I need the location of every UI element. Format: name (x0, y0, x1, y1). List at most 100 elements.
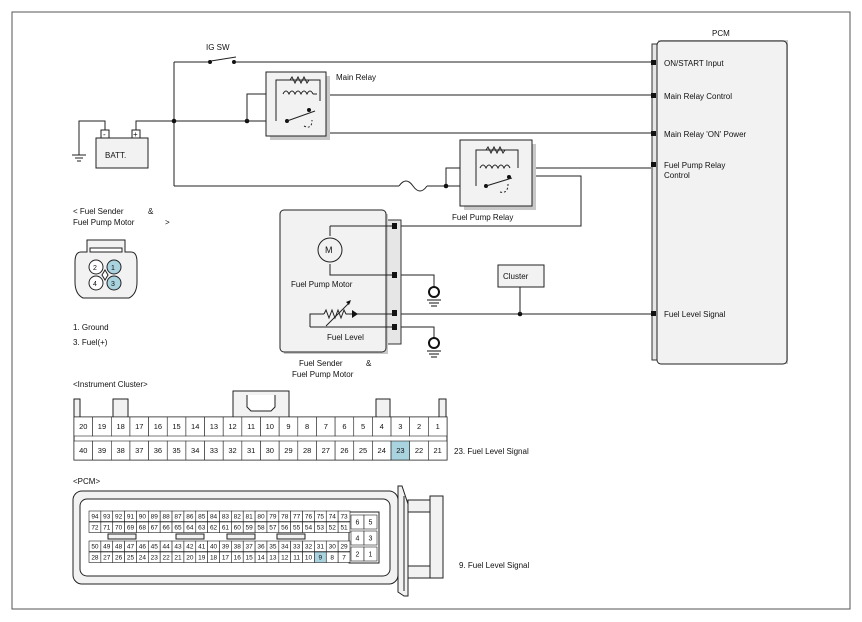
fuel-pump-motor-m: M (325, 245, 333, 255)
fuel-level-label: Fuel Level (327, 333, 364, 342)
fuel-pump-relay: Fuel Pump Relay (452, 139, 536, 222)
pin-number: 90 (139, 514, 147, 521)
pin-number: 29 (340, 544, 348, 551)
pin-number: 8 (330, 555, 334, 562)
pin-number: 42 (186, 544, 194, 551)
pin-number: 67 (151, 525, 159, 532)
pin-number: 25 (127, 555, 135, 562)
pin-number: 86 (186, 514, 194, 521)
pin-number: 40 (79, 446, 87, 455)
pin-number: 28 (303, 446, 311, 455)
pin-number: 43 (174, 544, 182, 551)
pin-number: 26 (340, 446, 348, 455)
connector-fs-title-a: < Fuel Sender (73, 207, 124, 216)
battery-pos: + (133, 130, 138, 139)
pin-number: 30 (266, 446, 274, 455)
pin-number: 20 (186, 555, 194, 562)
pin-number: 23 (151, 555, 159, 562)
pin-number: 32 (228, 446, 236, 455)
main-relay-label: Main Relay (336, 73, 376, 82)
cluster-box-label: Cluster (503, 272, 529, 281)
pin-number: 80 (257, 514, 265, 521)
pin-number: 13 (210, 422, 218, 431)
pin-number: 75 (317, 514, 325, 521)
fuel-pump-relay-coil (479, 164, 511, 170)
pin-number: 92 (115, 514, 123, 521)
pin-number: 22 (415, 446, 423, 455)
pin-number: 8 (305, 422, 309, 431)
pin-number: 11 (293, 555, 300, 562)
pin-number: 3 (369, 535, 373, 542)
pin-cell (337, 521, 351, 533)
pin-number: 44 (162, 544, 170, 551)
pin-number: 81 (246, 514, 254, 521)
pin-cell (363, 530, 378, 546)
pin-number: 21 (434, 446, 442, 455)
pin-number: 17 (222, 555, 230, 562)
pin-cell (428, 440, 448, 461)
pin-number: 16 (154, 422, 162, 431)
pin-number: 38 (116, 446, 124, 455)
pin-number: 1 (436, 422, 440, 431)
pin-number: 57 (269, 525, 277, 532)
fuel-pump-motor-symbol (317, 237, 343, 263)
ground-symbol (427, 286, 441, 307)
pin-number: 14 (191, 422, 199, 431)
cluster-conn-title: <Instrument Cluster> (73, 380, 148, 389)
pin-number: 40 (210, 544, 218, 551)
pin-number: 19 (198, 555, 206, 562)
pin-number: 89 (151, 514, 159, 521)
main-relay: Main Relay (265, 71, 376, 140)
fs-pin-3: 3 (111, 281, 115, 288)
pin-number: 93 (103, 514, 111, 521)
connector-key-tab (107, 533, 137, 540)
pin-number: 18 (116, 422, 124, 431)
pin-number: 33 (210, 446, 218, 455)
pin-number: 13 (269, 555, 277, 562)
pin-number: 78 (281, 514, 289, 521)
fuse-symbol (398, 180, 428, 192)
pin-number: 64 (186, 525, 194, 532)
connector-key-tab (226, 533, 256, 540)
pin-number: 94 (91, 514, 99, 521)
pin-number: 46 (139, 544, 147, 551)
pin-number: 56 (281, 525, 289, 532)
pin-number: 6 (356, 519, 360, 526)
pin-number: 5 (369, 519, 373, 526)
pin-number: 1 (369, 551, 373, 558)
pin-number: 83 (222, 514, 230, 521)
fs-pin-1: 1 (111, 265, 115, 272)
pin-number: 17 (135, 422, 143, 431)
pin-number: 45 (151, 544, 159, 551)
pin-number: 14 (257, 555, 265, 562)
ground-symbol (427, 337, 441, 358)
pin-number: 54 (305, 525, 313, 532)
pin-number: 38 (234, 544, 242, 551)
pin-number: 11 (247, 422, 255, 431)
pin-number: 6 (342, 422, 346, 431)
fs-pin-4: 4 (93, 281, 97, 288)
pin-number: 9 (286, 422, 290, 431)
pcm-pin-on-start: ON/START Input (664, 59, 724, 68)
pcm-title: PCM (712, 29, 730, 38)
fuel-sender-unit: M Fuel Pump Motor Fuel Level Fuel Sender… (279, 209, 402, 379)
pcm-pin-fuel-pump-relay: Fuel Pump Relay (664, 161, 725, 170)
pin-number: 82 (234, 514, 242, 521)
pin-number: 91 (127, 514, 135, 521)
pin-number: 74 (329, 514, 337, 521)
main-relay-coil (282, 90, 314, 96)
main-relay-switch (286, 110, 316, 122)
battery-neg: - (103, 130, 106, 139)
pin-number: 73 (340, 514, 348, 521)
pin-number: 35 (172, 446, 180, 455)
pin-number: 84 (210, 514, 218, 521)
pin-number: 7 (324, 422, 328, 431)
fuel-unit-caption-1: Fuel Sender (299, 359, 343, 368)
pin-number: 10 (266, 422, 274, 431)
pin-number: 5 (361, 422, 365, 431)
